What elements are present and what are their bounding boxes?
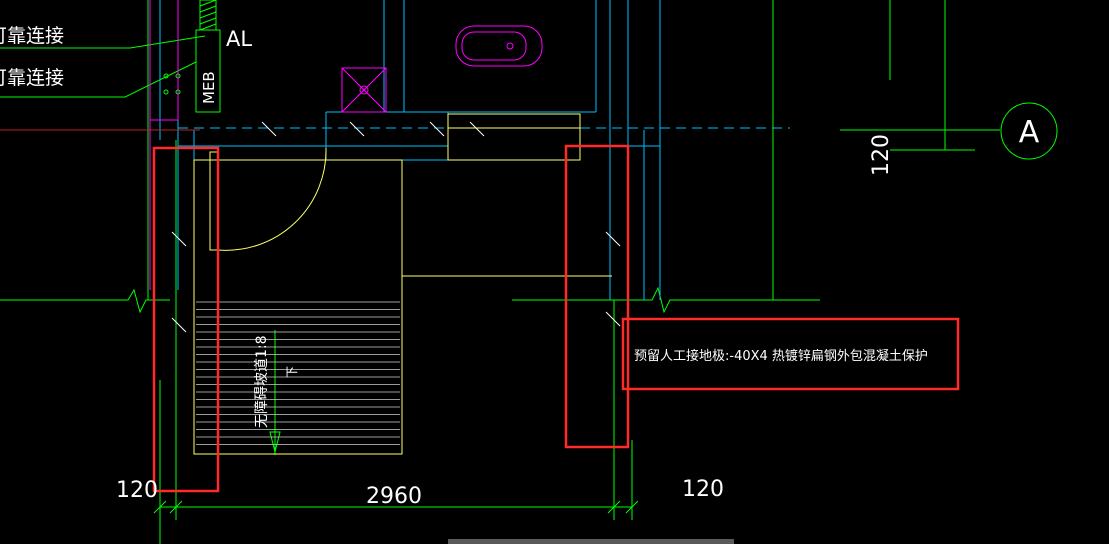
magenta-fixtures xyxy=(149,0,543,290)
bathtub xyxy=(455,25,543,67)
horizontal-scrollbar-thumb[interactable] xyxy=(448,539,734,544)
stair-arrow-head xyxy=(269,431,281,453)
stair-enclosure xyxy=(193,159,403,455)
dim-right-bottom: 120 xyxy=(682,477,724,502)
label-al: AL xyxy=(226,27,252,51)
dim-right-vertical: 120 xyxy=(869,134,894,176)
label-meb: MEB xyxy=(200,71,218,104)
meb-dot-1 xyxy=(163,73,169,79)
stair-treads xyxy=(196,301,400,445)
dim-tick-1 xyxy=(153,500,167,514)
leader-line-1 xyxy=(0,35,206,49)
break-line-left xyxy=(0,288,170,314)
label-reliable-connect-2: 可靠连接 xyxy=(0,67,64,89)
dim-left-bottom: 120 xyxy=(116,478,158,503)
leader-line-2 xyxy=(0,61,197,98)
cyan-walls xyxy=(159,0,790,300)
door-swing xyxy=(217,147,327,251)
red-highlights xyxy=(152,144,960,493)
highlight-right-wall xyxy=(564,144,630,449)
floor-drain xyxy=(341,67,387,113)
dim-mid-bottom: 2960 xyxy=(366,484,422,509)
highlight-left-wall xyxy=(152,146,220,493)
axis-a-label: A xyxy=(1019,115,1040,150)
yellow-elements xyxy=(193,113,612,455)
break-line-right xyxy=(512,286,820,314)
stair-down-label: 下 xyxy=(285,366,299,378)
axis-a-bubble xyxy=(1000,102,1058,160)
meb-hatch xyxy=(199,0,217,31)
label-reliable-connect-1: 可靠连接 xyxy=(0,25,64,47)
stair-note: 无障碍坡道1:8 xyxy=(254,335,270,428)
grounding-note: 预留人工接地极:-40X4 热镀锌扁钢外包混凝土保护 xyxy=(634,348,928,364)
dim-tick-3 xyxy=(607,500,621,514)
dim-tick-2 xyxy=(169,500,183,514)
dim-tick-4 xyxy=(625,500,639,514)
wall-ticks xyxy=(171,121,621,333)
highlight-note xyxy=(621,317,960,391)
meb-dot-2 xyxy=(163,89,169,95)
green-linework xyxy=(0,0,1058,544)
